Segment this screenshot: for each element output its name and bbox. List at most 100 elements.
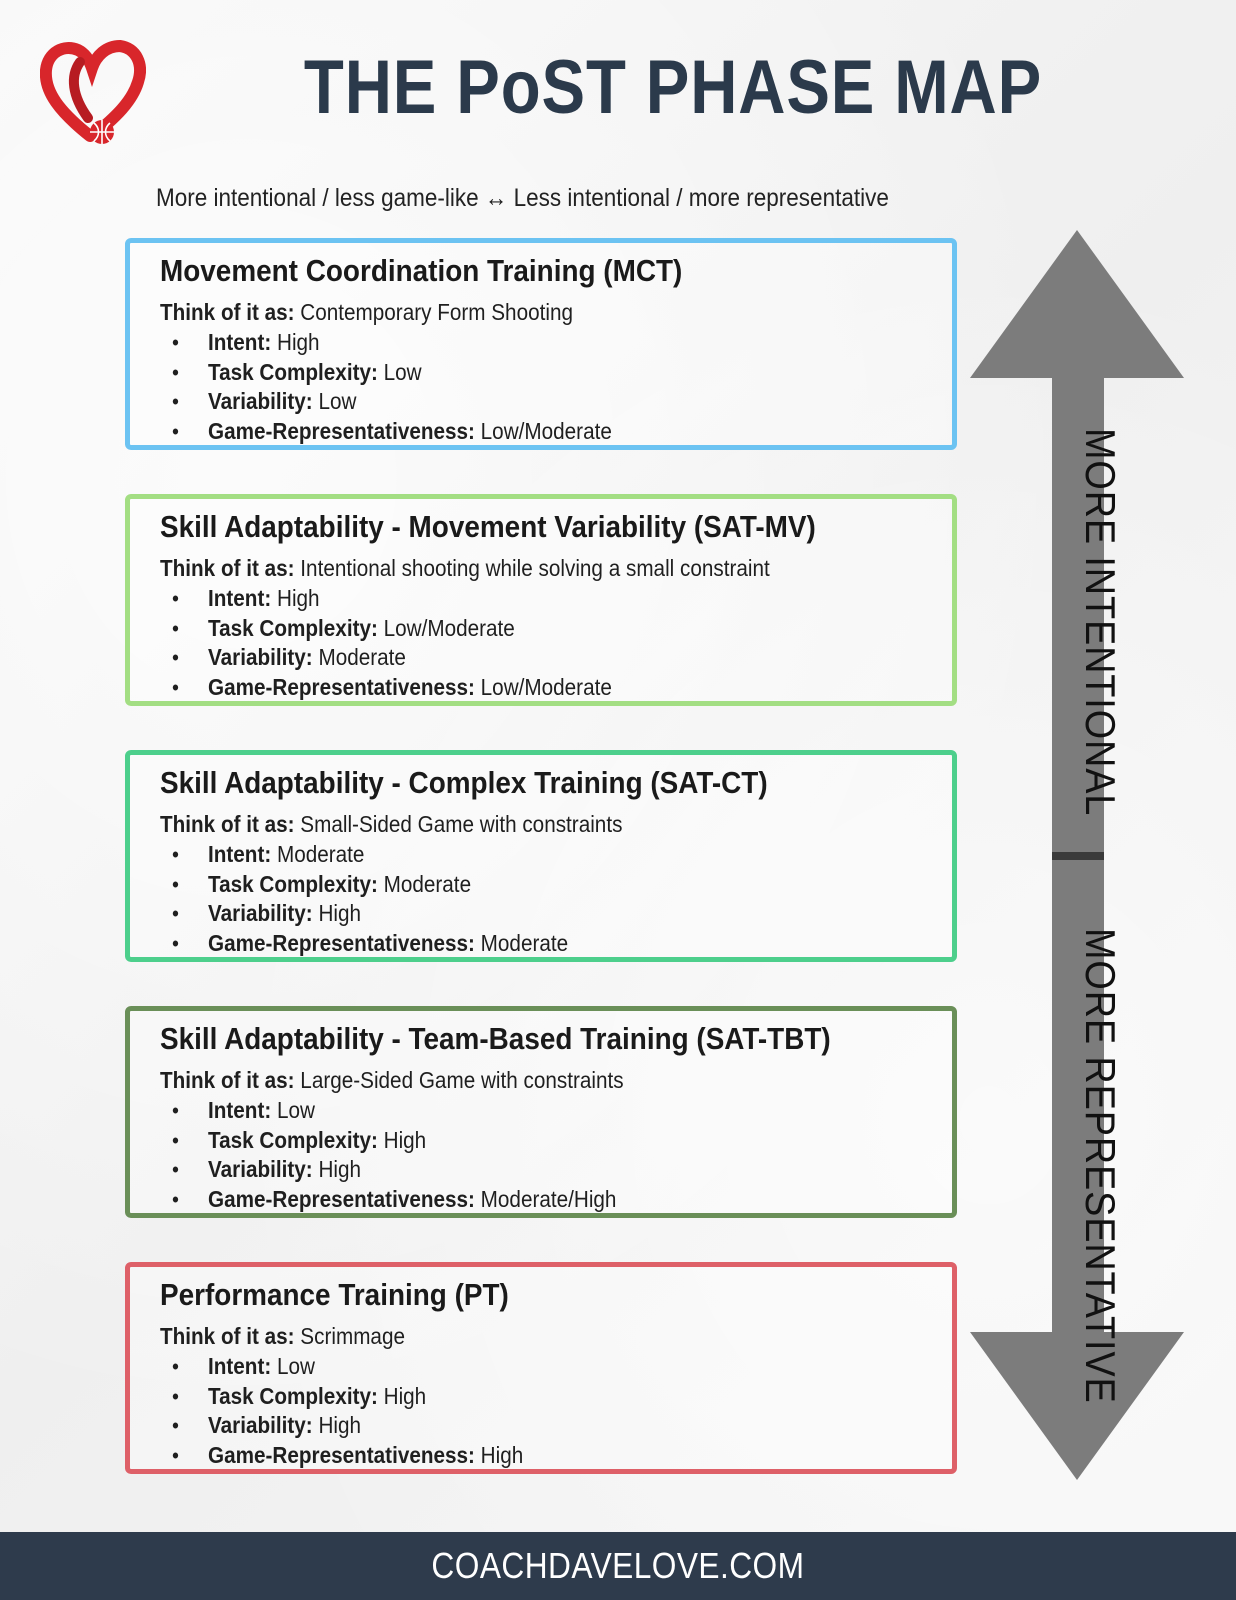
footer-bar: COACHDAVELOVE.COM bbox=[0, 1532, 1236, 1600]
attribute-key: Variability: bbox=[208, 1412, 313, 1438]
attribute-item: •Task Complexity: Low/Moderate bbox=[172, 614, 515, 641]
think-of-it-as: Think of it as: Scrimmage bbox=[160, 1323, 873, 1350]
attribute-item: •Game-Representativeness: Low/Moderate bbox=[172, 673, 612, 700]
attribute-value: High bbox=[318, 1412, 362, 1438]
phase-card-sat-tbt: Skill Adaptability - Team-Based Training… bbox=[125, 1006, 957, 1218]
footer-website-link[interactable]: COACHDAVELOVE.COM bbox=[431, 1545, 805, 1586]
attribute-item: •Game-Representativeness: Low/Moderate bbox=[172, 417, 612, 444]
attribute-value: Low bbox=[276, 1353, 315, 1379]
attribute-item: •Variability: Low bbox=[172, 388, 357, 414]
attribute-value: Moderate bbox=[276, 841, 365, 867]
think-value: Small-Sided Game with constraints bbox=[300, 811, 623, 837]
attribute-key: Task Complexity: bbox=[208, 614, 378, 641]
attribute-key: Task Complexity: bbox=[208, 1382, 378, 1409]
attribute-item: •Task Complexity: Low bbox=[172, 358, 422, 385]
attribute-key: Intent: bbox=[208, 1097, 272, 1123]
double-arrow-icon bbox=[970, 230, 1184, 1480]
attribute-item: •Intent: High bbox=[172, 329, 320, 355]
phase-title: Skill Adaptability - Team-Based Training… bbox=[160, 1021, 831, 1056]
think-label: Think of it as: bbox=[160, 1067, 295, 1093]
attribute-key: Task Complexity: bbox=[208, 1126, 378, 1153]
attribute-item: •Variability: High bbox=[172, 1412, 362, 1438]
think-value: Contemporary Form Shooting bbox=[300, 299, 573, 325]
attribute-value: Moderate/High bbox=[480, 1185, 617, 1212]
attribute-value: Low/Moderate bbox=[480, 673, 612, 700]
think-of-it-as: Think of it as: Large-Sided Game with co… bbox=[160, 1067, 873, 1094]
arrow-label-top: MORE INTENTIONAL bbox=[1077, 428, 1124, 817]
attribute-list: •Intent: Low •Task Complexity: High •Var… bbox=[160, 1352, 952, 1470]
think-of-it-as: Think of it as: Contemporary Form Shooti… bbox=[160, 299, 873, 326]
attribute-list: •Intent: High •Task Complexity: Low •Var… bbox=[160, 328, 952, 446]
think-value: Scrimmage bbox=[300, 1323, 405, 1349]
attribute-item: •Variability: Moderate bbox=[172, 644, 406, 670]
phase-title: Skill Adaptability - Movement Variabilit… bbox=[160, 509, 816, 544]
phase-card-sat-mv: Skill Adaptability - Movement Variabilit… bbox=[125, 494, 957, 706]
attribute-value: Low/Moderate bbox=[383, 614, 515, 641]
attribute-value: Moderate bbox=[480, 929, 569, 956]
think-label: Think of it as: bbox=[160, 555, 295, 581]
arrow-divider bbox=[1052, 852, 1104, 860]
think-of-it-as: Think of it as: Small-Sided Game with co… bbox=[160, 811, 873, 838]
attribute-key: Task Complexity: bbox=[208, 358, 378, 385]
attribute-key: Game-Representativeness: bbox=[208, 929, 475, 956]
think-of-it-as: Think of it as: Intentional shooting whi… bbox=[160, 555, 873, 582]
phase-card-pt: Performance Training (PT) Think of it as… bbox=[125, 1262, 957, 1474]
heart-basketball-logo bbox=[40, 40, 146, 144]
attribute-list: •Intent: Low •Task Complexity: High •Var… bbox=[160, 1096, 952, 1214]
attribute-value: Moderate bbox=[318, 644, 406, 670]
attribute-key: Variability: bbox=[208, 388, 313, 414]
attribute-item: •Intent: Low bbox=[172, 1353, 315, 1379]
attribute-item: •Task Complexity: High bbox=[172, 1382, 427, 1409]
arrow-up-head bbox=[970, 230, 1184, 378]
phase-title: Skill Adaptability - Complex Training (S… bbox=[160, 765, 768, 800]
attribute-key: Intent: bbox=[208, 585, 272, 611]
attribute-value: High bbox=[480, 1441, 524, 1468]
arrow-down-head bbox=[970, 1332, 1184, 1480]
attribute-value: High bbox=[383, 1126, 427, 1153]
page-title: THE PoST PHASE MAP bbox=[303, 45, 1043, 130]
attribute-value: Low bbox=[383, 358, 422, 385]
attribute-item: •Task Complexity: High bbox=[172, 1126, 427, 1153]
attribute-list: •Intent: Moderate •Task Complexity: Mode… bbox=[160, 840, 952, 958]
attribute-item: •Game-Representativeness: High bbox=[172, 1441, 524, 1468]
think-value: Large-Sided Game with constraints bbox=[300, 1067, 624, 1093]
attribute-item: •Intent: High bbox=[172, 585, 320, 611]
attribute-key: Intent: bbox=[208, 329, 272, 355]
attribute-key: Game-Representativeness: bbox=[208, 1185, 475, 1212]
attribute-key: Game-Representativeness: bbox=[208, 417, 475, 444]
attribute-item: •Game-Representativeness: Moderate/High bbox=[172, 1185, 617, 1212]
phase-title: Movement Coordination Training (MCT) bbox=[160, 253, 683, 288]
attribute-value: Low bbox=[318, 388, 357, 414]
phase-card-sat-ct: Skill Adaptability - Complex Training (S… bbox=[125, 750, 957, 962]
attribute-value: High bbox=[318, 1156, 362, 1182]
attribute-key: Variability: bbox=[208, 644, 313, 670]
think-value: Intentional shooting while solving a sma… bbox=[300, 555, 770, 581]
attribute-value: High bbox=[276, 585, 320, 611]
attribute-value: High bbox=[276, 329, 320, 355]
attribute-value: Low bbox=[276, 1097, 315, 1123]
phase-title: Performance Training (PT) bbox=[160, 1277, 509, 1312]
arrow-label-bottom: MORE REPRESENTATIVE bbox=[1077, 928, 1124, 1404]
attribute-key: Variability: bbox=[208, 900, 313, 926]
attribute-list: •Intent: High •Task Complexity: Low/Mode… bbox=[160, 584, 952, 702]
attribute-item: •Variability: High bbox=[172, 1156, 362, 1182]
attribute-key: Game-Representativeness: bbox=[208, 1441, 475, 1468]
attribute-item: •Intent: Low bbox=[172, 1097, 315, 1123]
attribute-key: Task Complexity: bbox=[208, 870, 378, 897]
attribute-item: •Game-Representativeness: Moderate bbox=[172, 929, 569, 956]
attribute-key: Variability: bbox=[208, 1156, 313, 1182]
phase-card-mct: Movement Coordination Training (MCT) Thi… bbox=[125, 238, 957, 450]
think-label: Think of it as: bbox=[160, 811, 295, 837]
attribute-item: •Intent: Moderate bbox=[172, 841, 365, 867]
page-subtitle: More intentional / less game-like ↔ Less… bbox=[156, 184, 889, 212]
think-label: Think of it as: bbox=[160, 299, 295, 325]
attribute-key: Game-Representativeness: bbox=[208, 673, 475, 700]
attribute-value: High bbox=[318, 900, 362, 926]
attribute-value: Moderate bbox=[383, 870, 472, 897]
attribute-value: High bbox=[383, 1382, 427, 1409]
attribute-key: Intent: bbox=[208, 1353, 272, 1379]
attribute-key: Intent: bbox=[208, 841, 272, 867]
attribute-item: •Variability: High bbox=[172, 900, 362, 926]
attribute-item: •Task Complexity: Moderate bbox=[172, 870, 472, 897]
attribute-value: Low/Moderate bbox=[480, 417, 612, 444]
